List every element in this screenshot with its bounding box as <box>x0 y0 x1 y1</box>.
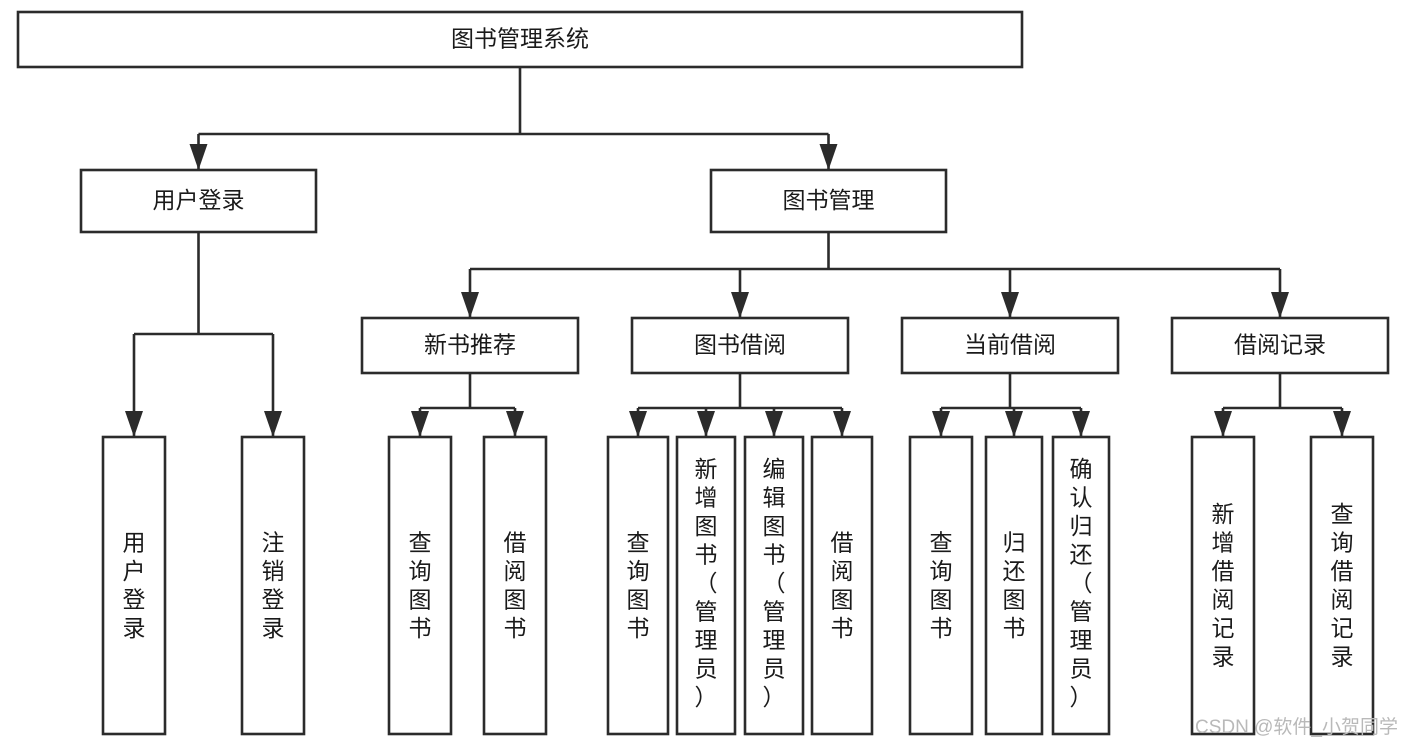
node-current-borrow[interactable]: 当前借阅 <box>900 316 1120 375</box>
arrow-head-icon <box>932 411 950 437</box>
node-book-manage[interactable]: 图书管理 <box>709 168 948 234</box>
node-leaf-query-borrow-record[interactable]: 查询借阅记录 <box>1309 435 1375 736</box>
arrow-head-icon <box>125 411 143 437</box>
arrow-head-icon <box>833 411 851 437</box>
node-leaf-user-logout[interactable]: 注销登录 <box>240 435 306 736</box>
node-leaf-query-book-rec[interactable]: 查询图书 <box>387 435 453 736</box>
connector-layer <box>125 67 1351 437</box>
node-leaf-add-book-admin[interactable]: 新增图书（管理员） <box>675 435 737 736</box>
node-label: 注销登录 <box>262 530 285 642</box>
node-label: 用户登录 <box>153 187 245 213</box>
node-box <box>16 10 1024 69</box>
node-label: 查询图书 <box>930 530 953 642</box>
node-box <box>900 316 1120 375</box>
node-label: 确认归还（管理员） <box>1070 456 1093 710</box>
arrow-head-icon <box>264 411 282 437</box>
arrow-head-icon <box>629 411 647 437</box>
node-layer: 图书管理系统用户登录图书管理新书推荐图书借阅当前借阅借阅记录用户登录注销登录查询… <box>16 10 1390 736</box>
node-box <box>606 435 670 736</box>
arrow-head-icon <box>189 144 208 170</box>
node-leaf-query-book-current[interactable]: 查询图书 <box>908 435 974 736</box>
arrow-head-icon <box>819 144 838 170</box>
node-label: 借阅记录 <box>1234 332 1326 358</box>
node-label: 查询图书 <box>627 530 650 642</box>
node-label: 用户登录 <box>123 530 146 642</box>
node-box <box>240 435 306 736</box>
node-label: 当前借阅 <box>964 332 1056 358</box>
node-label: 图书借阅 <box>694 332 786 358</box>
node-leaf-user-login[interactable]: 用户登录 <box>101 435 167 736</box>
node-box <box>810 435 874 736</box>
arrow-head-icon <box>697 411 715 437</box>
node-label: 查询图书 <box>409 530 432 642</box>
node-label: 新增图书（管理员） <box>695 456 718 710</box>
node-box <box>1190 435 1256 736</box>
node-box <box>387 435 453 736</box>
arrow-head-icon <box>765 411 783 437</box>
arrow-head-icon <box>1072 411 1090 437</box>
arrow-head-icon <box>731 292 749 318</box>
node-box <box>743 435 805 736</box>
node-borrow-record[interactable]: 借阅记录 <box>1170 316 1390 375</box>
arrow-head-icon <box>1001 292 1019 318</box>
arrow-head-icon <box>411 411 429 437</box>
node-box <box>360 316 580 375</box>
node-box <box>482 435 548 736</box>
node-root[interactable]: 图书管理系统 <box>16 10 1024 69</box>
node-box <box>101 435 167 736</box>
node-box <box>630 316 850 375</box>
node-label: 新增借阅记录 <box>1212 501 1235 670</box>
arrow-head-icon <box>1214 411 1232 437</box>
node-leaf-return-book[interactable]: 归还图书 <box>984 435 1044 736</box>
node-box <box>984 435 1044 736</box>
node-leaf-confirm-return-admin[interactable]: 确认归还（管理员） <box>1051 435 1111 736</box>
node-label: 图书管理系统 <box>451 26 589 52</box>
node-box <box>709 168 948 234</box>
node-user-login[interactable]: 用户登录 <box>79 168 318 234</box>
node-leaf-query-book-borrow[interactable]: 查询图书 <box>606 435 670 736</box>
arrow-head-icon <box>461 292 479 318</box>
arrow-head-icon <box>1333 411 1351 437</box>
node-leaf-add-borrow-record[interactable]: 新增借阅记录 <box>1190 435 1256 736</box>
csdn-watermark: CSDN @软件_小贺同学 <box>1195 716 1398 738</box>
node-book-borrow[interactable]: 图书借阅 <box>630 316 850 375</box>
node-label: 借阅图书 <box>504 530 527 642</box>
node-box <box>1170 316 1390 375</box>
node-box <box>675 435 737 736</box>
node-box <box>79 168 318 234</box>
node-label: 查询借阅记录 <box>1331 501 1354 670</box>
node-label: 归还图书 <box>1003 530 1026 642</box>
node-label: 图书管理 <box>783 187 875 213</box>
node-leaf-borrow-book-rec[interactable]: 借阅图书 <box>482 435 548 736</box>
node-box <box>908 435 974 736</box>
arrow-head-icon <box>1005 411 1023 437</box>
node-label: 借阅图书 <box>831 530 854 642</box>
node-leaf-borrow-book[interactable]: 借阅图书 <box>810 435 874 736</box>
node-label: 编辑图书（管理员） <box>763 456 786 710</box>
node-leaf-edit-book-admin[interactable]: 编辑图书（管理员） <box>743 435 805 736</box>
node-new-book-recommend[interactable]: 新书推荐 <box>360 316 580 375</box>
arrow-head-icon <box>1271 292 1289 318</box>
node-box <box>1051 435 1111 736</box>
arrow-head-icon <box>506 411 524 437</box>
node-label: 新书推荐 <box>424 332 516 358</box>
node-box <box>1309 435 1375 736</box>
